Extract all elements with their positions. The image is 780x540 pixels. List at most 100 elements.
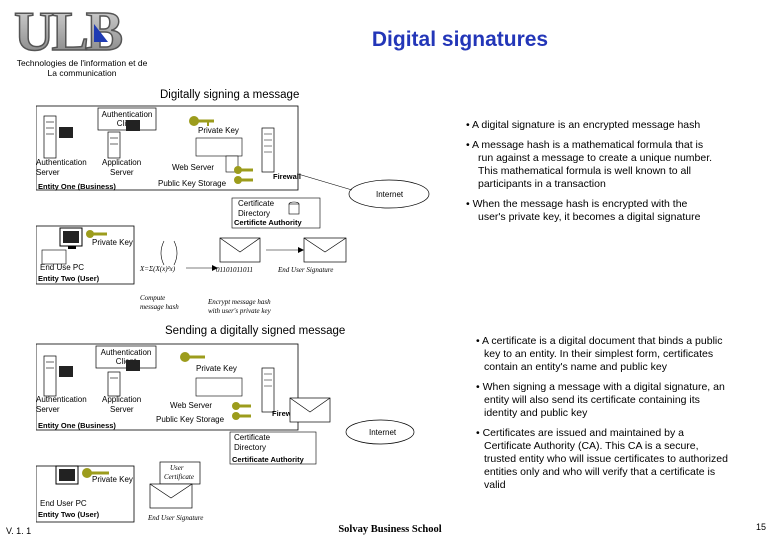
key-icon [232, 412, 251, 420]
database-icon [288, 201, 300, 215]
bullet-line: • A message hash is a mathematical formu… [466, 139, 704, 151]
private-key-label: Private Key [92, 238, 133, 247]
server-icon [107, 131, 121, 159]
compute-hash-label2: message hash [140, 303, 179, 311]
bullet-line: valid [484, 479, 506, 491]
internet-cloud-icon [345, 419, 415, 445]
encrypt-hash-label2: with user's private key [208, 307, 272, 315]
app-server-label1: Application [102, 158, 141, 167]
bullet-line: entity will also send its certificate co… [484, 394, 700, 406]
internet-label: Internet [369, 428, 397, 437]
firewall-label: Firewall [273, 172, 301, 181]
logo-sub-line1: Technologies de l'information et de [16, 58, 148, 68]
slide-title: Digital signatures [371, 28, 549, 51]
key-icon [232, 402, 251, 410]
web-server-label: Web Server [170, 401, 212, 410]
end-user-signature-label: End User Signature [147, 514, 203, 522]
entity-one-label: Entity One (Business) [38, 421, 116, 430]
server-icon [43, 355, 57, 397]
auth-client-label1: Authentication [102, 110, 153, 119]
school-name: Solvay Business School [338, 524, 442, 535]
computer-icon [55, 465, 79, 485]
cert-dir-label2: Directory [234, 443, 266, 452]
bullet-item: • A certificate is a digital document th… [476, 335, 768, 374]
bullet-line: participants in a transaction [478, 178, 606, 190]
bullet-line: user's private key, it becomes a digital… [478, 211, 701, 223]
server-icon [43, 115, 57, 159]
cert-dir-label1: Certificate [238, 199, 275, 208]
key-icon [180, 352, 205, 362]
app-server-label2: Server [110, 168, 134, 177]
bullet-line: • When signing a message with a digital … [476, 381, 725, 393]
bullet-line: Certificate Authority (CA). This CA is a… [484, 440, 699, 452]
cert-authority-label: Certificate Authority [232, 455, 305, 464]
bullet-item: • Certificates are issued and maintained… [476, 427, 768, 492]
auth-server-label1: Authentication [36, 395, 87, 404]
computer-icon [59, 120, 140, 138]
bullet-line: • Certificates are issued and maintained… [476, 427, 684, 439]
formula-label: X=Σ(X(x)²x) [139, 265, 176, 273]
logo-sub-line2: La communication [47, 68, 117, 78]
public-key-storage-label: Public Key Storage [156, 415, 225, 424]
end-user-signature-label: End User Signature [277, 266, 333, 274]
private-key-label: Private Key [196, 364, 237, 373]
bullet-line: • A digital signature is an encrypted me… [466, 119, 701, 131]
bullet-item: • A message hash is a mathematical formu… [466, 139, 766, 191]
encrypt-hash-label1: Encrypt message hash [207, 298, 271, 306]
entity-one-box [36, 105, 299, 191]
cert-dir-label1: Certificate [234, 433, 271, 442]
auth-client-label1: Authentication [101, 348, 152, 357]
entity-two-label: Entity Two (User) [38, 510, 100, 519]
version-label: V. 1. 1 [6, 526, 32, 536]
bullet-line: • When the message hash is encrypted wit… [466, 198, 688, 210]
entity-two-box [36, 465, 135, 523]
logo-text: ULB [14, 4, 122, 54]
key-icon [82, 468, 109, 478]
compute-hash-label1: Compute [140, 294, 165, 302]
logo-subtitle: Technologies de l'information et de La c… [2, 58, 162, 78]
bullet-line: trusted entity who will issue certificat… [484, 453, 728, 465]
private-key-label: Private Key [92, 475, 133, 484]
envelope-icon [149, 483, 193, 509]
ulb-logo: ULB [13, 4, 125, 54]
auth-server-label2: Server [36, 168, 60, 177]
app-server-label2: Server [110, 405, 134, 414]
app-server-label1: Application [102, 395, 141, 404]
computer-icon [59, 227, 83, 249]
firewall-icon [261, 367, 275, 413]
key-icon [86, 230, 107, 238]
firewall-label: Firewall [272, 409, 300, 418]
entity-one-box [36, 343, 299, 431]
key-icon [189, 116, 214, 126]
bullet-line: key to an entity. In their simplest form… [484, 348, 714, 360]
user-cert-label1: User [170, 464, 184, 472]
bullet-line: • A certificate is a digital document th… [476, 335, 723, 347]
end-user-pc-label: End Use PC [40, 263, 84, 272]
cert-authority-box [231, 197, 321, 229]
entity-two-label: Entity Two (User) [38, 274, 100, 283]
cert-authority-label: Certificte Authority [234, 218, 302, 227]
key-icon [234, 176, 253, 184]
public-key-storage-label: Public Key Storage [158, 179, 227, 188]
page-number: 15 [756, 522, 767, 532]
bullet-item: • When signing a message with a digital … [476, 381, 768, 420]
cert-authority-box [229, 431, 317, 465]
entity-one-label: Entity One (Business) [38, 182, 116, 191]
envelope-icon [303, 237, 347, 263]
bullet-line: contain an entity's name and public key [484, 361, 667, 373]
firewall-icon [261, 127, 275, 173]
bullet-line: entities only and who will verify that a… [484, 466, 716, 478]
section2-heading: Sending a digitally signed message [165, 325, 346, 337]
diagram-sending: Authentication Client Private Key Authen… [36, 343, 415, 523]
auth-server-label1: Authentication [36, 158, 87, 167]
bullet-item: • A digital signature is an encrypted me… [466, 119, 766, 132]
section1-heading: Digitally signing a message [160, 89, 300, 101]
cert-dir-label2: Directory [238, 209, 270, 218]
section1-bullets: • A digital signature is an encrypted me… [466, 119, 766, 224]
auth-server-label2: Server [36, 405, 60, 414]
web-server-label: Web Server [172, 163, 214, 172]
section2-bullets: • A certificate is a digital document th… [476, 335, 768, 492]
bullet-line: run against a message to create a unique… [478, 152, 713, 164]
internet-label: Internet [376, 190, 404, 199]
